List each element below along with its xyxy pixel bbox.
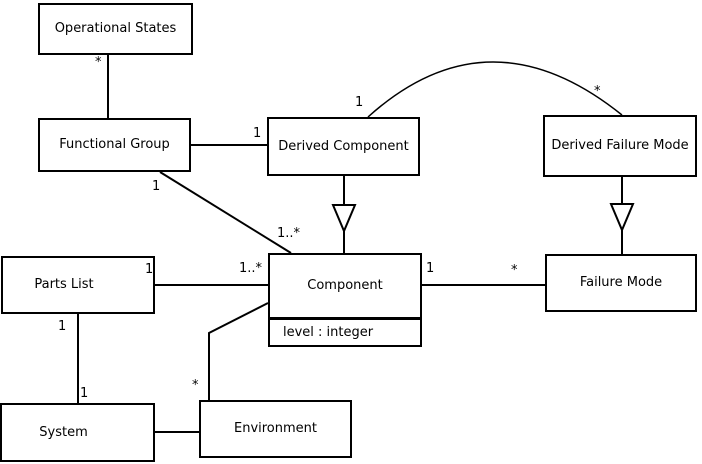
class-attribute-level: level : integer (270, 317, 420, 345)
multiplicity-pl-comp-many: 1..* (239, 261, 263, 276)
class-name-parts-list: Parts List (34, 277, 94, 293)
multiplicity-fg-dc-one: 1 (253, 126, 262, 141)
class-name-derived-failure-mode: Derived Failure Mode (551, 138, 689, 154)
multiplicity-pl-sys-top: 1 (58, 319, 67, 334)
multiplicity-pl-sys-bottom: 1 (80, 386, 89, 401)
class-name-functional-group: Functional Group (59, 137, 170, 153)
class-box-functional-group: Functional Group (38, 118, 191, 172)
class-box-derived-component: Derived Component (267, 117, 420, 176)
class-box-parts-list: Parts List (1, 256, 155, 314)
class-box-derived-failure-mode: Derived Failure Mode (543, 115, 697, 177)
multiplicity-dc-dfm-one: 1 (355, 95, 364, 110)
class-box-failure-mode: Failure Mode (545, 254, 697, 312)
class-name-compartment: Component (270, 255, 420, 317)
class-name-derived-component: Derived Component (278, 138, 409, 154)
multiplicity-fg-comp-one: 1 (152, 179, 161, 194)
class-name-failure-mode: Failure Mode (579, 275, 663, 291)
multiplicity-comp-fm-one: 1 (426, 261, 435, 276)
class-name-system: System (39, 424, 88, 440)
class-name-component: Component (307, 278, 383, 294)
generalization-arrow-failure-mode (609, 203, 635, 233)
class-box-system: System (0, 403, 155, 462)
class-box-component: Component level : integer (268, 253, 422, 347)
multiplicity-fg-comp-many: 1..* (277, 226, 301, 241)
class-name-environment: Environment (233, 421, 317, 437)
multiplicity-os-fg-star: * (95, 55, 102, 70)
multiplicity-pl-comp-one: 1 (145, 262, 154, 277)
class-box-operational-states: Operational States (38, 3, 193, 55)
multiplicity-dc-dfm-star: * (594, 84, 601, 99)
association-derived-component-derived-failure-mode (367, 61, 623, 118)
association-component-environment (208, 302, 269, 400)
class-box-environment: Environment (199, 400, 352, 458)
multiplicity-comp-fm-star: * (511, 263, 518, 278)
generalization-arrow-component (331, 204, 357, 234)
multiplicity-comp-env-star: * (192, 378, 199, 393)
association-functional-group-component (159, 171, 292, 254)
class-name-operational-states: Operational States (54, 21, 177, 37)
